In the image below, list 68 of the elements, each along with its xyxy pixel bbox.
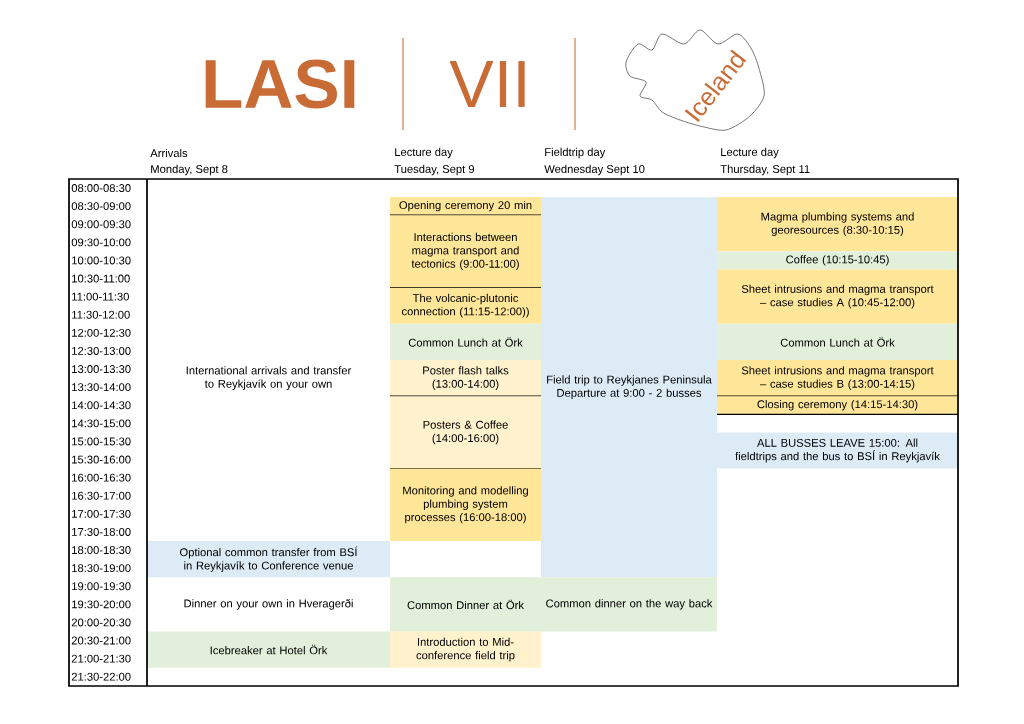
time-slot: 20:00-20:30 [71,618,131,627]
time-slot: 15:30-16:00 [72,455,131,464]
time-slot: 19:30-20:00 [72,600,131,609]
node-label: ALL BUSSES LEAVE 15:00: All fieldtrips and the bus to BSÍ in Reykjavík [735,438,940,463]
time-slot: 16:30-17:00 [72,491,131,500]
day-type: Arrivals [150,148,188,158]
event-cell: Field trip to Reykjanes Peninsula Departure at 9:00 - 2 busses [541,197,717,578]
time-slot: 08:00-08:30 [71,184,131,192]
node-label: Common dinner on the way back [546,599,713,610]
node-label: Closing ceremony (14:15-14:30) [757,399,918,411]
node-label: Interactions between magma transport and tectonics (9:00-11:00) [411,232,519,270]
event-cell: The volcanic-plutonic connection (11:15-12:00)) [390,287,541,324]
time-slot: 10:30-11:00 [72,274,130,283]
event-text: International arrivals and transfer to Reykjavík on your own [186,366,352,390]
time-slot: 11:00-11:30 [72,292,129,301]
time-slot: 13:30-14:00 [72,383,131,392]
time-slot: 21:30-22:00 [71,672,131,681]
event-cell: Poster flash talks (13:00-14:00) [390,359,541,397]
event-text: Dinner on your own in Hveragerði [184,599,353,610]
event-cell: Monitoring and modelling plumbing system processes (16:00-18:00) [390,468,541,541]
event-cell: Optional common transfer from BSÍ in Reykjavík to Conference venue [147,540,390,578]
time-slot: 10:00-10:30 [72,256,131,265]
time-slot: 16:00-16:30 [72,473,131,482]
event-cell: Common Lunch at Örk [716,323,959,360]
day-date: Wednesday Sept 10 [544,164,645,176]
title: LASI [205,59,355,109]
day-date: Tuesday, Sept 9 [394,164,475,176]
event-cell: Opening ceremony 20 min [390,197,541,216]
time-slot: 17:00-17:30 [72,509,131,518]
time-slot: 21:00-21:30 [71,654,131,663]
event-cell: Common dinner on the way back [541,577,717,632]
node-label: Common Dinner at Örk [407,599,525,610]
node-label: Sheet intrusions and magma transport – case studies B (13:00-14:15) [741,366,934,390]
day-date: Monday, Sept 8 [151,164,228,176]
time-slot: 09:30-10:00 [71,238,131,247]
time-slot: 09:00-09:30 [71,220,131,229]
day-type: Lecture day [395,147,453,159]
node-label: Poster flash talks (13:00-14:00) [423,366,509,390]
node-label: The volcanic-plutonic connection (11:15-12:00)) [401,293,529,318]
event-cell: ALL BUSSES LEAVE 15:00: All fieldtrips and the bus to BSÍ in Reykjavík [716,432,959,469]
event-cell: Closing ceremony (14:15-14:30) [716,396,959,415]
event-cell: Coffee (10:15-10:45) [716,251,959,270]
event-cell: Introduction to Mid-conference field trip [390,631,541,668]
time-slot: 18:30-19:00 [72,564,131,573]
time-slot: 13:00-13:30 [72,365,131,373]
event-cell: Common Lunch at Örk [390,323,541,360]
time-slot: 14:30-15:00 [72,419,131,428]
time-slot: 08:30-09:00 [71,202,131,211]
day-type: Fieldtrip day [545,147,606,159]
time-slot: 17:30-18:00 [72,528,131,536]
event-cell: Sheet intrusions and magma transport – case studies A (10:45-12:00) [716,269,959,324]
node-label: Posters & Coffee (14:00-16:00) [423,420,508,445]
day-type: Lecture day [721,147,779,159]
time-slot: 12:00-12:30 [72,328,131,337]
time-slot: 12:30-13:00 [72,347,131,355]
node-label: Opening ceremony 20 min [399,200,532,212]
time-slot: 18:00-18:30 [72,546,131,554]
time-slot: 19:00-19:30 [72,582,131,591]
day-date: Thursday, Sept 11 [720,164,810,176]
event-cell: Icebreaker at Hotel Örk [147,631,390,668]
time-slot: 14:00-14:30 [72,401,131,410]
time-slot: 11:30-12:00 [72,310,130,319]
event-cell: Posters & Coffee (14:00-16:00) [390,396,541,469]
event-cell: Magma plumbing systems and georesources (8:30-10:15) [716,197,959,252]
event-cell: Common Dinner at Örk [390,577,541,632]
time-slot: 20:30-21:00 [71,636,131,645]
title: VII [449,61,525,107]
time-slot: 15:00-15:30 [72,437,131,446]
